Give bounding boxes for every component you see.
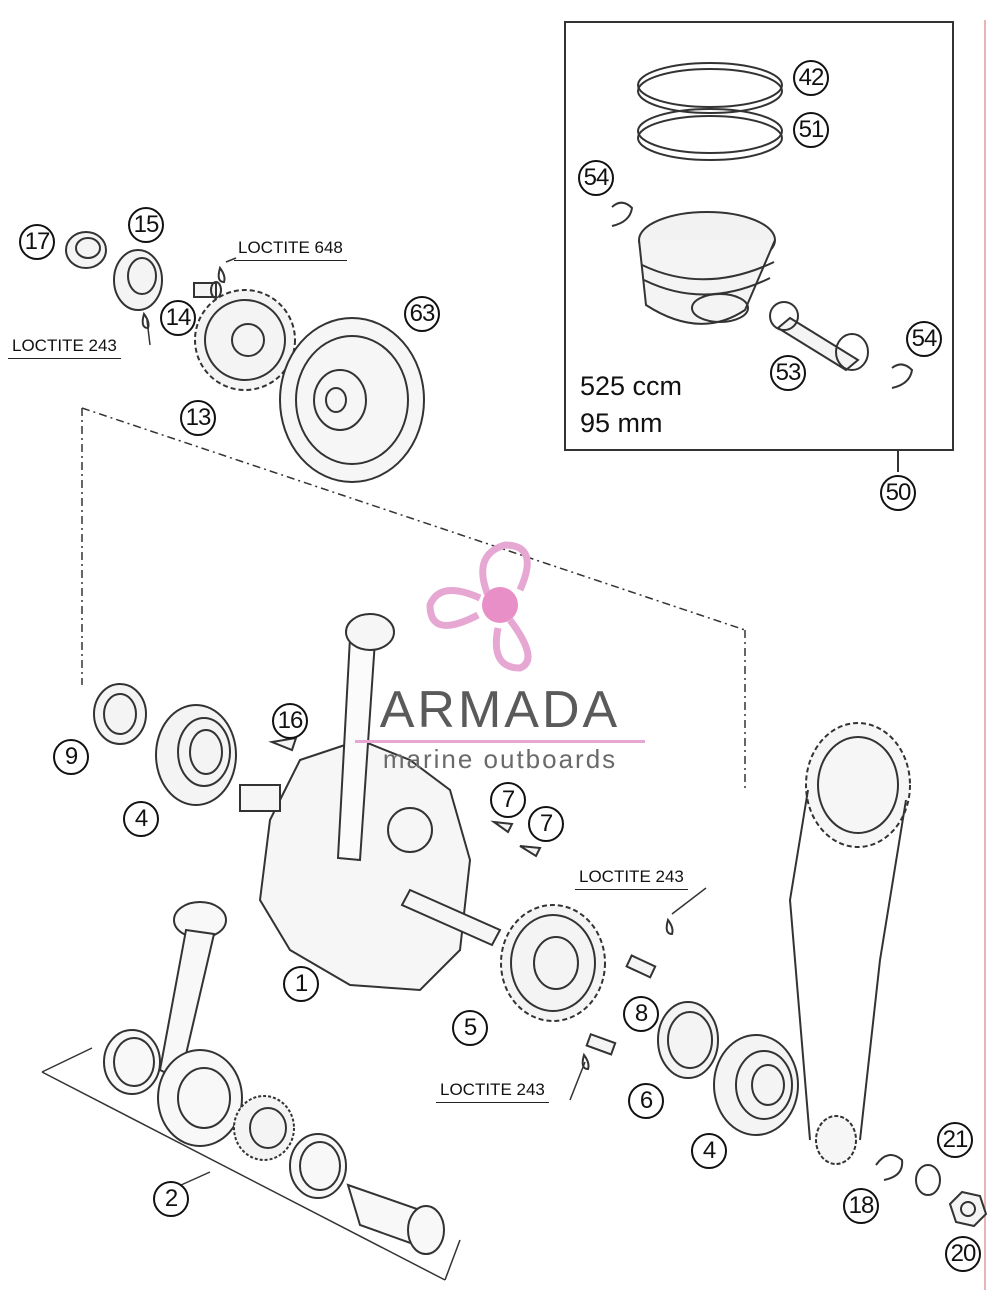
nut-20-shape <box>948 1190 988 1228</box>
note-loctite-243-mid: LOCTITE 243 <box>575 867 688 890</box>
note-loctite-648: LOCTITE 648 <box>234 238 347 261</box>
callout-20: 20 <box>945 1236 981 1272</box>
piston <box>638 211 776 325</box>
conrod-shape <box>157 901 243 1147</box>
needle-bearing-shape <box>233 1095 295 1161</box>
callout-6: 6 <box>628 1083 664 1119</box>
callout-14: 14 <box>160 300 196 336</box>
callout-63: 63 <box>404 296 440 332</box>
callout-8: 8 <box>623 996 659 1032</box>
callout-9: 9 <box>53 739 89 775</box>
callout-4-right: 4 <box>691 1133 727 1169</box>
bearing-4-right-shape <box>713 1034 799 1136</box>
piston-kit-displacement: 525 ccm <box>580 371 683 401</box>
callout-53: 53 <box>770 355 806 391</box>
piston-kit-frame <box>564 21 954 451</box>
callout-54-left: 54 <box>578 160 614 196</box>
bearing-4-left-shape <box>155 704 237 806</box>
balancer-gear-shape <box>194 289 296 391</box>
callout-50: 50 <box>880 475 916 511</box>
flywheel-shape <box>279 317 425 483</box>
watermark-brand: ARMADA <box>379 681 621 739</box>
piston-pin <box>769 301 869 372</box>
bolt-8-upper <box>625 954 657 979</box>
callout-7-b: 7 <box>528 806 564 842</box>
circlip-right <box>891 363 914 389</box>
piston-ring-lower <box>637 108 783 161</box>
bolt-14-shape <box>193 281 222 299</box>
callout-2: 2 <box>153 1181 189 1217</box>
callout-17: 17 <box>19 224 55 260</box>
assembly-dash-lines <box>81 407 746 790</box>
note-loctite-243-top: LOCTITE 243 <box>8 336 121 359</box>
crankshaft-shape <box>239 613 502 992</box>
callout-15: 15 <box>128 207 164 243</box>
washer-21-shape <box>915 1164 941 1196</box>
watermark-tagline: marine outboards <box>382 744 618 774</box>
note-loctite-243-low: LOCTITE 243 <box>436 1080 549 1103</box>
watermark-propeller <box>426 541 532 672</box>
hub-15-shape <box>113 249 163 311</box>
bearing-17-shape <box>65 231 107 269</box>
bolt-8-lower <box>585 1032 617 1056</box>
callout-1: 1 <box>283 966 319 1002</box>
callout-51: 51 <box>793 112 829 148</box>
watermark-rule <box>355 740 645 743</box>
callout-13: 13 <box>180 400 216 436</box>
callout-7-a: 7 <box>490 782 526 818</box>
callout-42: 42 <box>793 60 829 96</box>
conrod-bracket-lines <box>41 1047 461 1281</box>
circlip-left <box>611 201 634 227</box>
conrod-washers <box>103 1029 347 1199</box>
note-leader-lines <box>146 257 707 1101</box>
washer-6-shape <box>657 1001 719 1079</box>
loctite-drop-648 <box>217 265 226 284</box>
callout-5: 5 <box>452 1010 488 1046</box>
seal-9-shape <box>93 683 147 745</box>
callout-16: 16 <box>272 703 308 739</box>
callout-4-left: 4 <box>123 801 159 837</box>
loctite-drop-low <box>581 1052 590 1071</box>
crank-pin-shape <box>346 1183 445 1255</box>
loctite-drop-mid <box>665 917 674 936</box>
circlip-18-shape <box>875 1154 904 1181</box>
key-7b-shape <box>519 845 542 858</box>
callout-21: 21 <box>937 1122 973 1158</box>
piston-kit-bore: 95 mm <box>580 408 663 438</box>
piston-ring-top <box>637 62 783 114</box>
key-7a-shape <box>490 820 514 834</box>
timing-chain-shape <box>788 722 911 1165</box>
callout-54-right: 54 <box>906 321 942 357</box>
primary-gear-shape <box>500 904 606 1022</box>
callout-18: 18 <box>843 1188 879 1224</box>
key-16-shape <box>268 736 298 752</box>
